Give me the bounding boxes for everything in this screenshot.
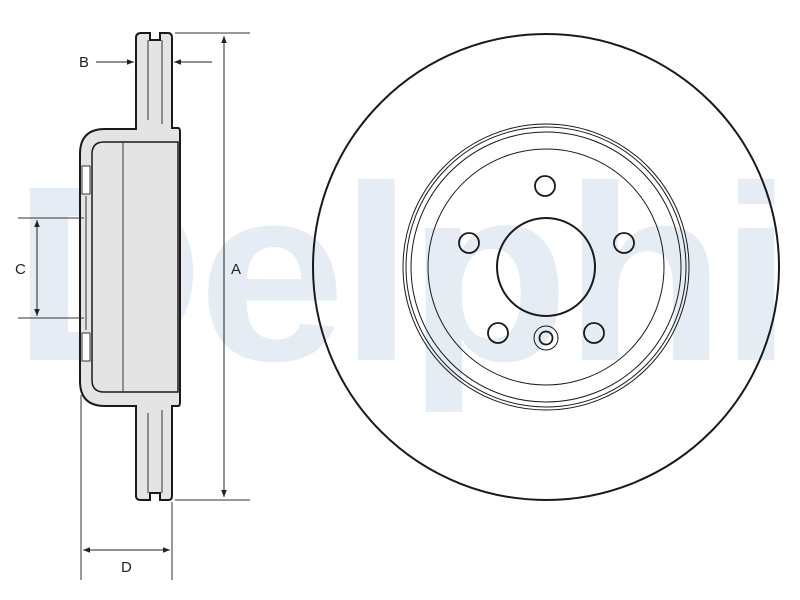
dimension-d-label: D [121,559,132,576]
bolt-hole [487,322,509,344]
dimension-c-label: C [15,261,26,278]
dimension-d: D [80,395,173,580]
bolt-hole [583,322,605,344]
bolt-hole [613,232,635,254]
dimension-b-label: B [79,54,89,71]
disc-front-view [312,33,780,501]
bolt-holes [458,175,635,344]
dimension-a: A [175,32,250,501]
dimension-c: C [15,217,84,319]
bolt-hole [458,232,480,254]
locating-pin-hole [533,325,559,351]
bolt-hole [534,175,556,197]
disc-side-profile [79,32,181,501]
dimension-b: B [79,54,212,71]
dimension-a-label: A [231,261,241,278]
center-bore [496,217,596,317]
